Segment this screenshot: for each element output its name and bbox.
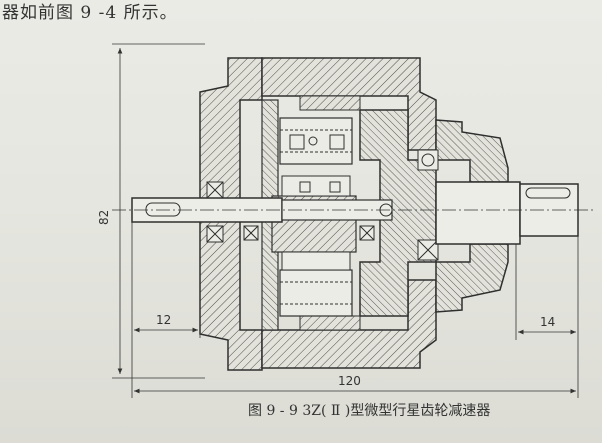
bearing-left-lower bbox=[206, 225, 224, 243]
output-shaft bbox=[435, 181, 579, 245]
page-top-text: 器如前图 9 -4 所示。 bbox=[2, 3, 178, 23]
dim-overall-height: 82 bbox=[97, 43, 205, 379]
figure-caption: 图 9 - 9 3Z( Ⅱ )型微型行星齿轮减速器 bbox=[248, 403, 491, 419]
bearing-right-upper bbox=[417, 149, 439, 171]
dim-label-120: 120 bbox=[338, 374, 361, 388]
bearing-carrier-right bbox=[359, 225, 375, 241]
dim-label-82: 82 bbox=[97, 210, 111, 225]
bearing-carrier-left bbox=[243, 225, 259, 241]
dim-label-12: 12 bbox=[156, 313, 171, 327]
bearing-left-upper bbox=[206, 181, 224, 199]
planet-carrier bbox=[359, 109, 437, 317]
dim-overall-length: 120 bbox=[131, 236, 579, 398]
sun-gear bbox=[271, 175, 357, 271]
planet-gear-lower bbox=[279, 269, 353, 317]
dim-output-shaft: 14 bbox=[515, 244, 576, 340]
planet-gear-upper bbox=[279, 117, 353, 165]
bearing-right-lower bbox=[417, 239, 439, 261]
output-housing bbox=[435, 119, 509, 313]
dim-input-shaft: 12 bbox=[131, 222, 201, 338]
dim-label-14: 14 bbox=[540, 315, 555, 329]
